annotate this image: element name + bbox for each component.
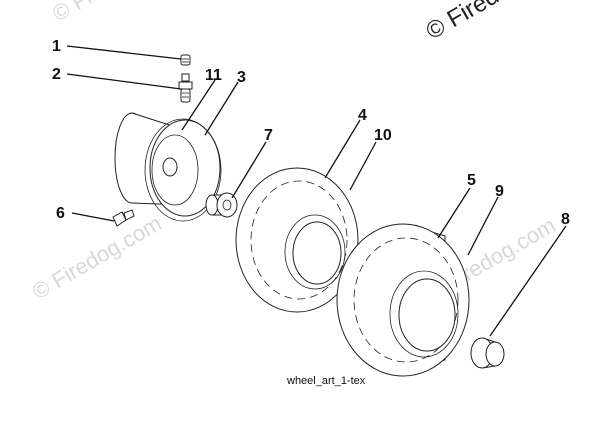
callout-2: 2 bbox=[52, 66, 61, 83]
rim-band bbox=[144, 118, 222, 222]
callout-10: 10 bbox=[374, 127, 392, 144]
callout-7: 7 bbox=[264, 127, 273, 144]
bushing bbox=[205, 192, 238, 218]
hub-bolt bbox=[112, 209, 135, 227]
callout-9: 9 bbox=[495, 183, 504, 200]
callout-1: 1 bbox=[52, 38, 61, 55]
valve-stem bbox=[178, 73, 193, 103]
hub-cap bbox=[470, 337, 505, 369]
rear-tire bbox=[336, 223, 470, 377]
leader-lines bbox=[66, 45, 567, 337]
watermark-top-right: © Firedog.com bbox=[422, 0, 572, 45]
callout-8: 8 bbox=[561, 211, 570, 228]
diagram-caption: wheel_art_1-tex bbox=[286, 375, 366, 387]
front-tire bbox=[235, 167, 359, 313]
callout-4: 4 bbox=[358, 107, 367, 124]
watermark-left: © Firedog.com bbox=[28, 210, 166, 304]
valve-cap bbox=[180, 54, 191, 66]
callout-11: 11 bbox=[205, 67, 222, 84]
wheel-rim bbox=[114, 112, 221, 217]
callout-5: 5 bbox=[467, 172, 476, 189]
watermark-top-left: © Firedog.com bbox=[48, 0, 186, 26]
callout-6: 6 bbox=[56, 205, 65, 222]
callout-3: 3 bbox=[237, 69, 246, 86]
